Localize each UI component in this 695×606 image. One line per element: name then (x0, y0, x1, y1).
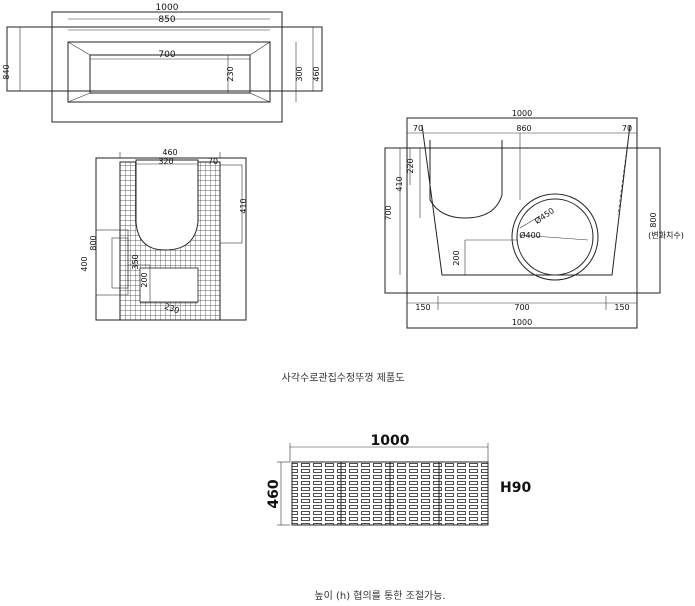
front-section-channel (429, 140, 503, 219)
dim-side-lip: 70 (208, 157, 218, 166)
dim-front-pipe-b: Ø400 (519, 230, 541, 240)
dim-front-right-height: 800 (649, 212, 658, 227)
top-view-body (51, 11, 283, 123)
dim-side-right: 410 (239, 198, 248, 213)
dim-front-base: 200 (452, 250, 461, 265)
front-section-note: (변화치수) (648, 230, 684, 240)
dim-front-pipe-a: Ø450 (533, 205, 556, 226)
side-section-base (139, 267, 199, 303)
side-section-channel (135, 159, 199, 251)
grating-width-label: 1000 (371, 433, 410, 449)
front-section: 1000 70 860 70 220 410 700 800 Ø450 Ø400… (384, 109, 684, 329)
front-section-body (406, 117, 638, 329)
front-section-pipe-inner (516, 198, 594, 276)
grating-drawing: 1000 460 H90 (266, 433, 531, 526)
top-view-outer-frame (6, 26, 323, 92)
top-view: 1000 850 700 230 300 460 840 (2, 3, 323, 123)
front-section-pipe-outer (511, 193, 599, 281)
top-view-channel (89, 54, 251, 94)
dim-top-left: 840 (2, 64, 11, 79)
dim-top-depth-b: 300 (295, 66, 304, 81)
side-section: 460 320 70 410 400 800 350 200 230 (80, 148, 248, 321)
caption-height-adjust: 높이 (h) 협의를 통한 조절가능. (314, 589, 445, 602)
dim-top-overall: 1000 (156, 3, 179, 13)
dim-side-top: 460 (162, 148, 177, 157)
top-view-inner-rim (67, 41, 271, 103)
dim-side-bottom-a: 200 (140, 272, 149, 287)
dim-side-left-mid: 800 (89, 235, 98, 250)
grating-h-label: H90 (500, 480, 531, 496)
dim-top-inner: 850 (158, 15, 175, 25)
dim-front-left-lip: 70 (413, 124, 423, 133)
dim-front-bottom-total: 1000 (512, 318, 532, 327)
dim-front-bottom-left: 150 (415, 303, 430, 312)
dim-top-depth-a: 230 (226, 66, 235, 81)
dim-front-height-b: 410 (395, 176, 404, 191)
dim-front-overall: 1000 (512, 109, 532, 118)
caption-product-drawing: 사각수로관집수정뚜껑 제품도 (282, 372, 405, 384)
dim-front-height-total: 700 (384, 205, 393, 220)
dim-front-right-lip: 70 (622, 124, 632, 133)
dim-top-channel: 700 (158, 50, 175, 60)
dim-front-inner: 860 (516, 124, 531, 133)
dim-front-bottom-mid: 700 (514, 303, 529, 312)
dim-side-left-outer: 400 (80, 256, 89, 271)
dim-side-inner: 320 (158, 157, 173, 166)
dim-top-depth-c: 460 (312, 66, 321, 81)
dim-front-bottom-right: 150 (614, 303, 629, 312)
grating-height-label: 460 (266, 479, 282, 508)
dim-front-height-a: 220 (406, 158, 415, 173)
dim-side-left-inner: 350 (131, 254, 140, 269)
front-section-outer-frame (384, 147, 661, 294)
